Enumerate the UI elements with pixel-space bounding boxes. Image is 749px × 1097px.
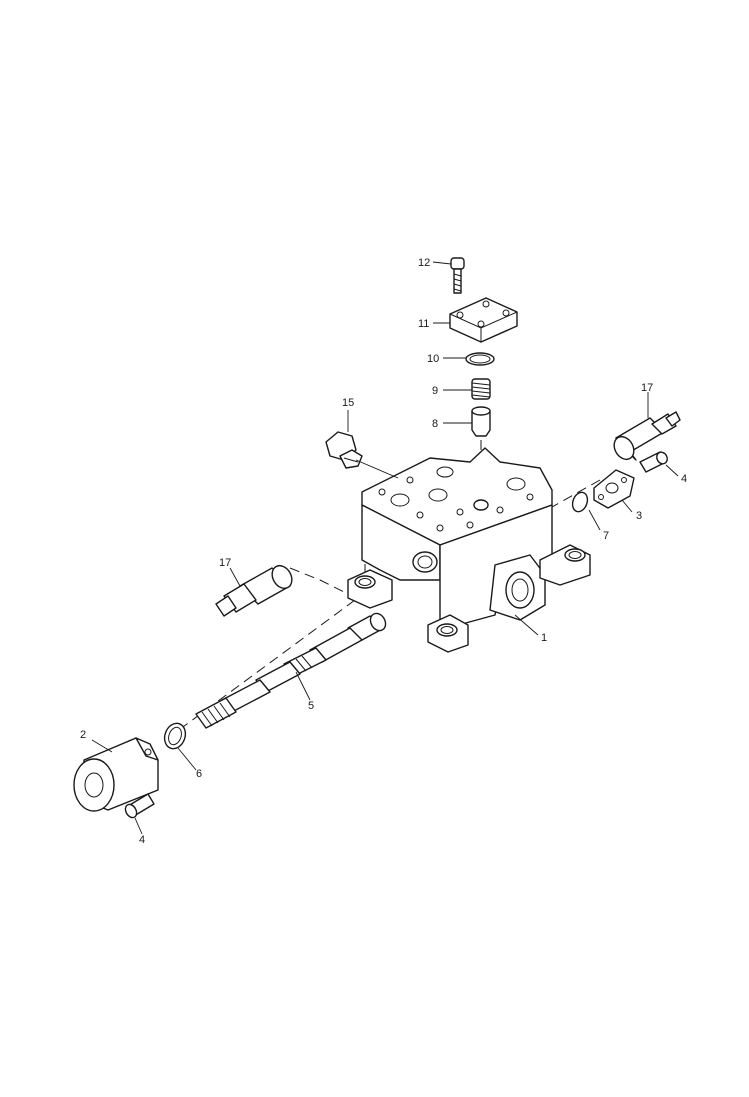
callout-17-right: 17 <box>641 382 653 394</box>
callout-11: 11 <box>418 318 429 330</box>
bolt-4-right <box>639 451 668 473</box>
cap-screw-12 <box>450 257 465 294</box>
callout-1: 1 <box>541 632 547 644</box>
callout-2: 2 <box>80 729 86 741</box>
end-cover-2 <box>73 737 159 812</box>
callout-5: 5 <box>308 700 314 712</box>
callout-labels: 12 11 10 9 8 15 17 4 3 7 1 17 5 6 2 4 <box>80 257 687 846</box>
o-ring-7 <box>571 491 589 513</box>
callout-8: 8 <box>432 418 438 430</box>
cover-plate-11 <box>449 297 518 343</box>
callout-9: 9 <box>432 385 438 397</box>
callout-12: 12 <box>418 257 430 269</box>
callout-15: 15 <box>342 397 354 409</box>
spool-5 <box>195 612 387 729</box>
callout-4-right: 4 <box>681 473 687 485</box>
spring-9 <box>471 378 491 400</box>
solenoid-cartridge-17-right <box>613 411 681 461</box>
callout-17-left: 17 <box>219 557 231 569</box>
callout-6: 6 <box>196 768 202 780</box>
solenoid-cartridge-17-left <box>215 564 293 617</box>
poppet-8 <box>471 406 491 437</box>
callout-3: 3 <box>636 510 642 522</box>
callout-10: 10 <box>427 353 439 365</box>
bolt-4-bottom <box>124 793 155 819</box>
callout-7: 7 <box>603 530 609 542</box>
callout-4-bottom: 4 <box>139 834 145 846</box>
end-flange-3 <box>593 469 635 509</box>
valve-body-1 <box>347 447 591 653</box>
plug-15 <box>325 431 363 469</box>
leader-lines <box>91 261 679 835</box>
